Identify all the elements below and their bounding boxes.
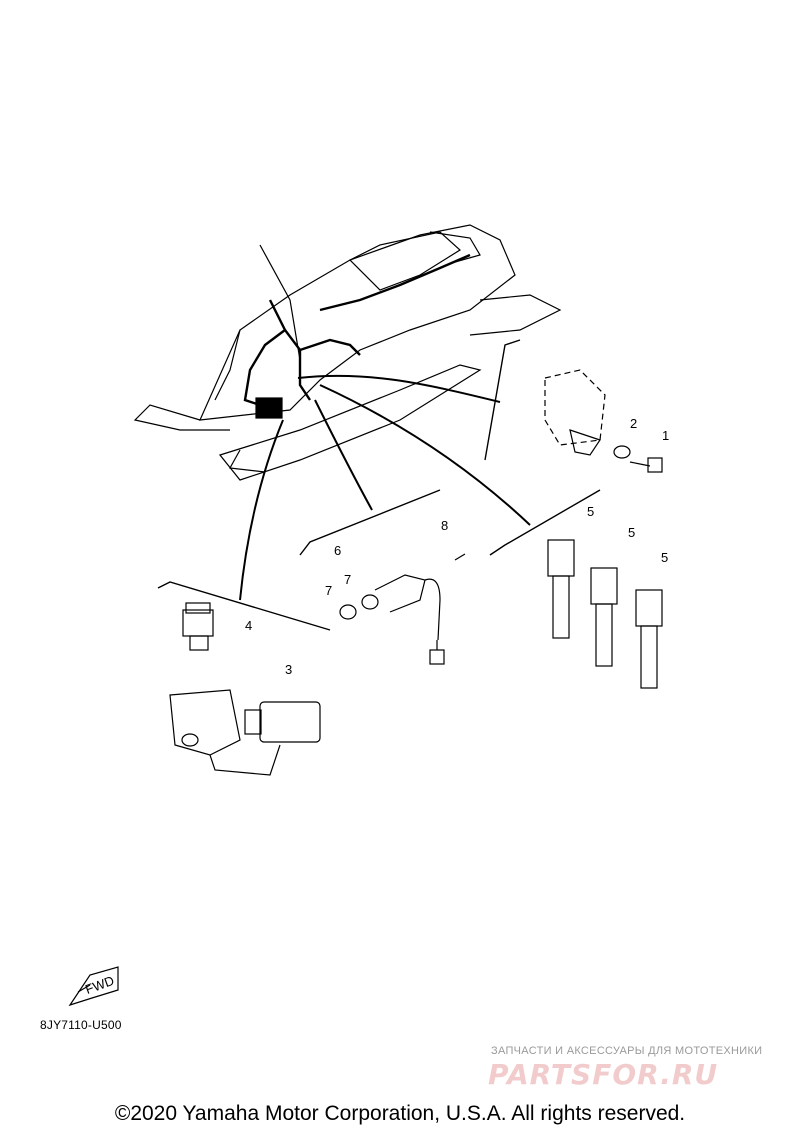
callout-7b: 7: [325, 583, 332, 598]
leader-lines: [239, 374, 531, 601]
ignition-coil-part-5: [547, 539, 663, 689]
callout-8: 8: [441, 518, 448, 533]
callout-3: 3: [285, 662, 292, 677]
callout-2: 2: [630, 416, 637, 431]
callout-4: 4: [245, 618, 252, 633]
watermark-tagline: ЗАПЧАСТИ И АКСЕССУАРЫ ДЛЯ МОТОТЕХНИКИ: [491, 1045, 763, 1057]
watermark-logo: PARTSFOR.RU: [488, 1058, 719, 1091]
copyright-notice: ©2020 Yamaha Motor Corporation, U.S.A. A…: [114, 1102, 686, 1125]
fwd-label: FWD: [83, 973, 116, 997]
group-brackets: [157, 339, 601, 631]
bolt-part-1: [544, 369, 663, 473]
washer-part-2: [613, 445, 631, 459]
fwd-arrow-icon: [68, 966, 119, 1007]
callout-7a: 7: [344, 572, 351, 587]
pressure-sensor-part-4: [182, 602, 214, 651]
callout-5c: 5: [661, 550, 668, 565]
callout-1: 1: [662, 428, 669, 443]
wiring-harness: [243, 253, 471, 407]
callout-5b: 5: [628, 525, 635, 540]
callout-5a: 5: [587, 504, 594, 519]
drawing-code: 8JY7110-U500: [40, 1018, 122, 1032]
ecu-unit: [255, 397, 283, 419]
callout-6: 6: [334, 543, 341, 558]
snowmobile-overview: [133, 224, 562, 481]
sensor-housing: [169, 689, 281, 776]
pressure-sensor-part-3: [244, 701, 321, 743]
crank-position-sensor-part-6: [339, 553, 466, 665]
